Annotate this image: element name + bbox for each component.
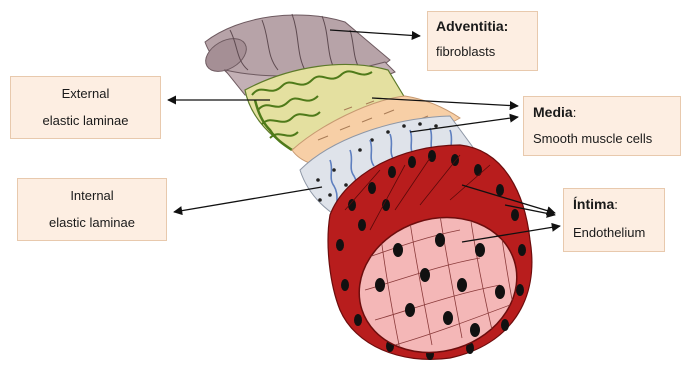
label-external-line1: External: [15, 85, 156, 103]
label-media-title: Media: [533, 104, 573, 120]
label-media: Media: Smooth muscle cells: [523, 96, 681, 156]
label-intima-title: Íntima: [573, 196, 614, 212]
label-adventitia-title: Adventitia:: [436, 17, 529, 35]
label-intima-colon: :: [614, 197, 618, 212]
label-external-elastic-laminae: External elastic laminae: [10, 76, 161, 139]
label-internal-elastic-laminae: Internal elastic laminae: [17, 178, 167, 241]
label-intima: Íntima: Endothelium: [563, 188, 665, 252]
label-media-sub: Smooth muscle cells: [533, 130, 671, 148]
label-internal-line2: elastic laminae: [22, 214, 162, 232]
label-external-line2: elastic laminae: [15, 112, 156, 130]
label-media-colon: :: [573, 105, 577, 120]
label-intima-sub: Endothelium: [573, 224, 655, 242]
label-internal-line1: Internal: [22, 187, 162, 205]
label-adventitia: Adventitia: fibroblasts: [427, 11, 538, 71]
label-adventitia-sub: fibroblasts: [436, 43, 529, 61]
arrow-internal-lamina: [174, 187, 322, 212]
